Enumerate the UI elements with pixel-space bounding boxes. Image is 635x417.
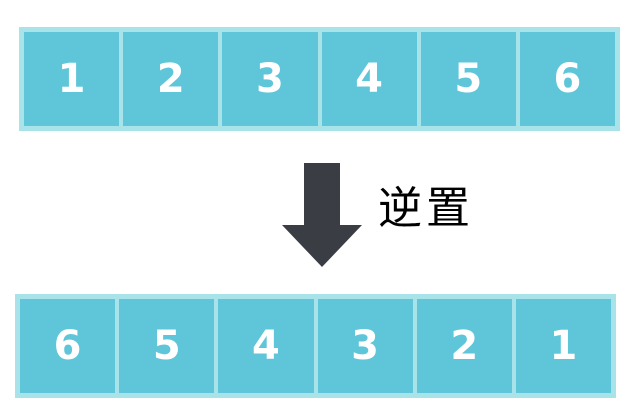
- array-cell: 5: [420, 32, 516, 126]
- array-cell: 1: [515, 299, 612, 393]
- array-cell: 6: [20, 299, 116, 393]
- down-arrow-icon: [282, 163, 362, 267]
- array-cell: 1: [24, 32, 120, 126]
- array-cell: 4: [218, 299, 314, 393]
- reverse-label: 逆置: [378, 183, 474, 234]
- arrow-shape: [282, 163, 362, 267]
- array-cell: 2: [416, 299, 512, 393]
- array-cell: 6: [519, 32, 616, 126]
- array-cell: 5: [119, 299, 215, 393]
- array-cell: 2: [123, 32, 219, 126]
- array-cell: 3: [222, 32, 318, 126]
- array-cell: 4: [321, 32, 417, 126]
- original-array: 1 2 3 4 5 6: [19, 27, 620, 131]
- array-cell: 3: [317, 299, 413, 393]
- reversed-array: 6 5 4 3 2 1: [15, 294, 616, 398]
